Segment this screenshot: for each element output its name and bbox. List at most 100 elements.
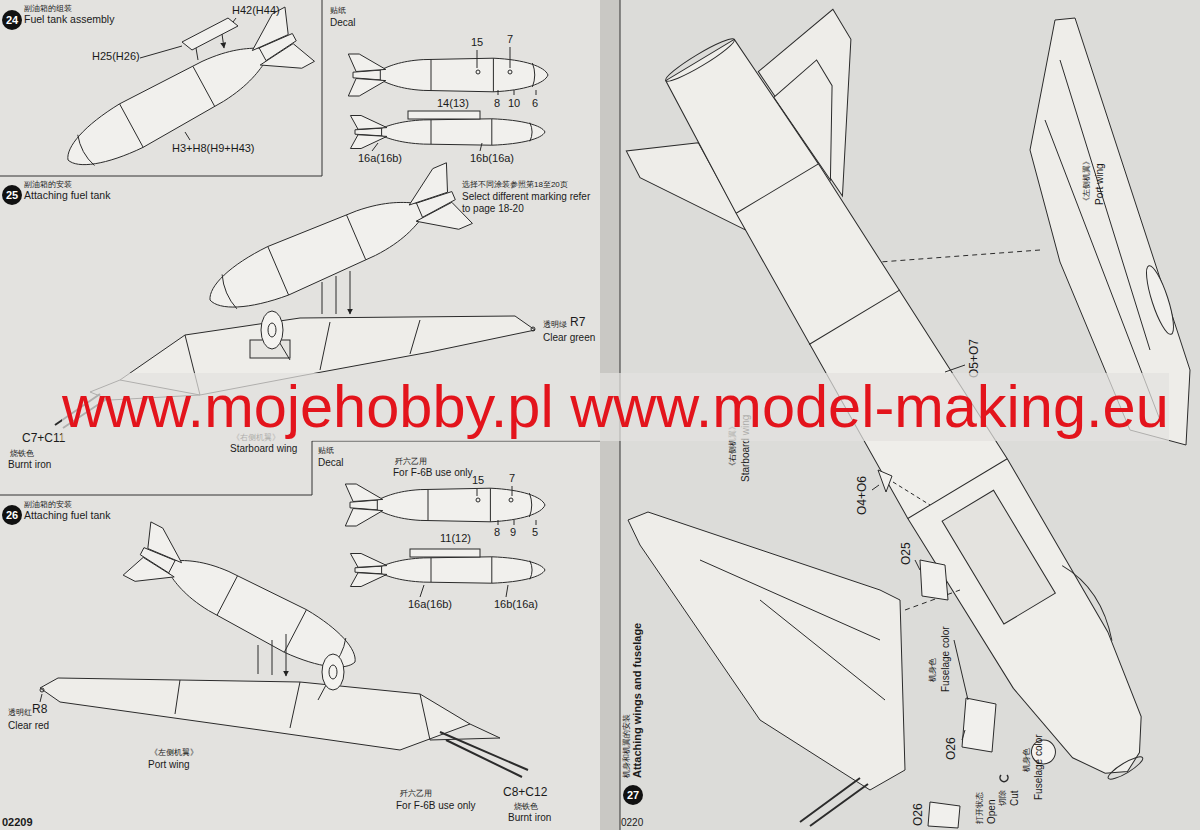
callout-label: 14(13) — [437, 97, 469, 110]
small-parts — [893, 482, 930, 505]
port-wing-assembly — [509, 498, 513, 502]
callout-label: O26 — [912, 803, 926, 826]
step-heading: Attaching fuel tank — [24, 509, 110, 521]
callout-label: 02209 — [2, 816, 33, 829]
port-wing-assembly — [40, 678, 470, 750]
port-wing — [1141, 263, 1178, 336]
callout-label: 贴纸 — [318, 446, 334, 455]
step-number: 26 — [2, 505, 22, 525]
callout-label: O26 — [945, 737, 959, 760]
step-number: 25 — [2, 185, 22, 205]
callout-label: 打开状态 — [975, 792, 984, 824]
callout-label: Starboard wing — [230, 443, 297, 455]
step-number-text: 25 — [6, 189, 18, 202]
callout-label: 11(12) — [440, 532, 471, 545]
callout-label: Select different marking refer to page 1… — [462, 191, 597, 214]
starboard-wing — [628, 512, 905, 790]
callout-label: 7 — [509, 472, 515, 485]
starboard-wing-assembly — [268, 323, 276, 337]
step-heading: Attaching fuel tank — [24, 189, 110, 201]
fuselage — [942, 490, 1055, 624]
port-wing-assembly — [40, 484, 545, 777]
heading-holder: 副油箱的安装Attaching fuel tank — [24, 500, 110, 521]
heading-holder: 副油箱的组装Fuel tank assembly — [24, 4, 114, 25]
step-heading: 副油箱的安装 — [24, 500, 110, 509]
callout-label: 贴纸 — [330, 6, 346, 15]
starboard-wing — [628, 512, 960, 826]
number-holder: 25 — [6, 189, 18, 202]
callout-label: 《左侧机翼》 — [150, 748, 198, 757]
port-wing — [1045, 60, 1160, 420]
port-wing-assembly — [440, 732, 528, 777]
callout-label: Fuselage color — [940, 626, 952, 692]
callout-label: 《左侧机翼》 — [1082, 157, 1091, 205]
callout-label: 透明绿 — [543, 320, 567, 329]
callout-label: H42(H44) — [232, 4, 280, 17]
small-parts — [1000, 775, 1008, 782]
small-parts — [954, 640, 968, 740]
callout-label: R7 — [570, 316, 585, 330]
step-number-text: 26 — [6, 509, 18, 522]
small-parts — [928, 802, 960, 828]
callout-label: Fuselage color — [1033, 734, 1045, 800]
callout-label: C8+C12 — [503, 786, 547, 800]
tank-assembly — [182, 18, 238, 50]
small-parts — [878, 470, 892, 492]
starboard-wing-assembly — [531, 327, 535, 331]
callout-label: 选择不同涂装参照第18至20页 — [462, 180, 568, 189]
callout-label: 0220 — [621, 817, 643, 829]
port-wing-assembly — [329, 665, 337, 679]
step-number: 27 — [623, 785, 643, 805]
starboard-wing-assembly — [197, 163, 472, 331]
decal-view — [350, 116, 545, 149]
callout-label: 机身色 — [928, 658, 937, 682]
callout-label: Decal — [318, 457, 344, 469]
fuselage — [663, 34, 738, 85]
callout-label: 16b(16a) — [470, 152, 514, 165]
step-heading: Fuel tank assembly — [24, 13, 114, 25]
callout-label: 7 — [507, 33, 513, 46]
number-holder: 24 — [6, 14, 18, 27]
small-parts — [962, 698, 996, 752]
port-wing-assembly — [350, 554, 545, 587]
tank-assembly — [53, 7, 314, 187]
callout-label: O25 — [900, 542, 914, 565]
decal-view — [408, 111, 480, 119]
heading-holder: 副油箱的安装Attaching fuel tank — [24, 180, 110, 201]
decal-view — [508, 70, 512, 74]
step-number: 24 — [2, 10, 22, 30]
callout-label: 歼六乙用 — [400, 789, 432, 798]
number-holder: 27 — [627, 789, 639, 802]
callout-label: H25(H26) — [92, 50, 140, 63]
callout-label: 透明红 — [8, 708, 32, 717]
port-wing-assembly — [410, 549, 480, 557]
step-heading: 副油箱的安装 — [24, 180, 110, 189]
port-wing-assembly — [40, 694, 42, 702]
callout-label: Port wing — [148, 759, 190, 771]
step-number-text: 27 — [627, 789, 639, 802]
callout-label: Burnt iron — [8, 459, 51, 471]
callout-label: 烧铁色 — [514, 802, 538, 811]
callout-label: For F-6B use only — [393, 467, 472, 479]
starboard-wing-assembly — [261, 311, 283, 349]
port-wing — [880, 250, 1040, 262]
callout-label: Port wing — [1094, 163, 1106, 205]
step-heading: 机身和机翼的安装 — [622, 623, 631, 778]
heading-holder: 机身和机翼的安装Attaching wings and fuselage — [622, 623, 644, 778]
callout-label: 切除 — [998, 790, 1007, 806]
callout-label: Burnt iron — [508, 812, 551, 824]
decal-view — [348, 47, 548, 151]
callout-label: 9 — [510, 526, 516, 539]
step-panel: 26 副油箱的安装Attaching fuel tank — [0, 495, 600, 830]
step-heading: 副油箱的组装 — [24, 4, 114, 13]
callout-label: 16b(16a) — [494, 598, 538, 611]
callout-label: 10 — [508, 97, 520, 110]
port-wing-assembly — [258, 634, 286, 676]
callout-label: 歼六乙用 — [395, 457, 427, 466]
number-holder: 26 — [6, 509, 18, 522]
small-parts — [920, 560, 948, 600]
callout-label: Decal — [330, 17, 356, 29]
callout-label: Clear green — [543, 332, 595, 344]
callout-label: 16a(16b) — [358, 152, 402, 165]
